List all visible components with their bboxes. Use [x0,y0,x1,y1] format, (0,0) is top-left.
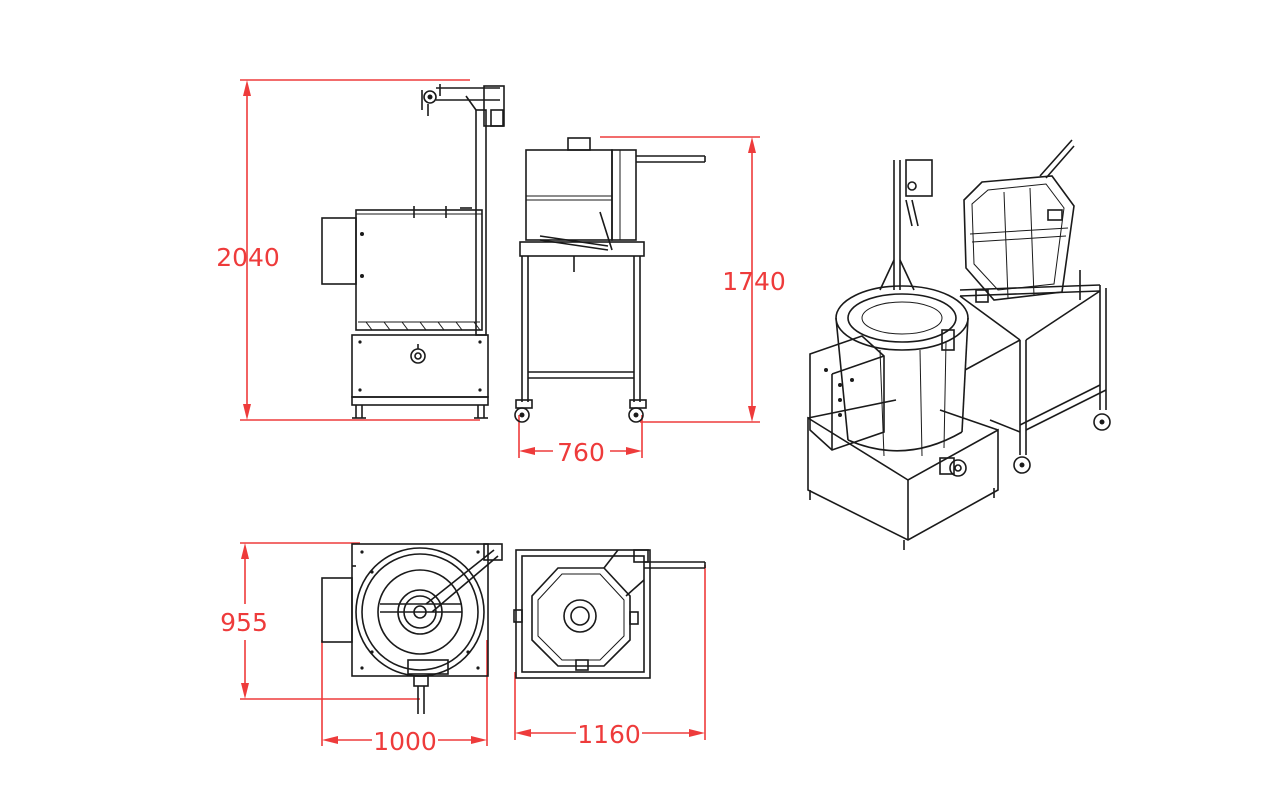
dimension-height-front: 2040 [216,79,480,421]
dimension-depth-top: 955 [220,542,420,700]
dimension-label-height-front: 2040 [216,243,280,272]
side-view [514,137,706,423]
isometric-view [807,139,1111,550]
dimension-height-side: 1740 [600,136,786,423]
dimension-width-top-right: 1160 [514,565,706,749]
front-view [321,84,505,419]
dimension-label-width-top-right: 1160 [577,720,641,749]
dimension-label-depth-top: 955 [220,608,268,637]
dimension-label-width-top-left: 1000 [373,727,437,756]
dimension-width-top-left: 1000 [321,640,488,756]
dimension-width-side: 760 [518,415,643,467]
dimension-label-height-side: 1740 [722,267,786,296]
top-view-right [513,549,706,679]
top-view-left [321,543,503,714]
dimension-label-width-side: 760 [557,438,605,467]
